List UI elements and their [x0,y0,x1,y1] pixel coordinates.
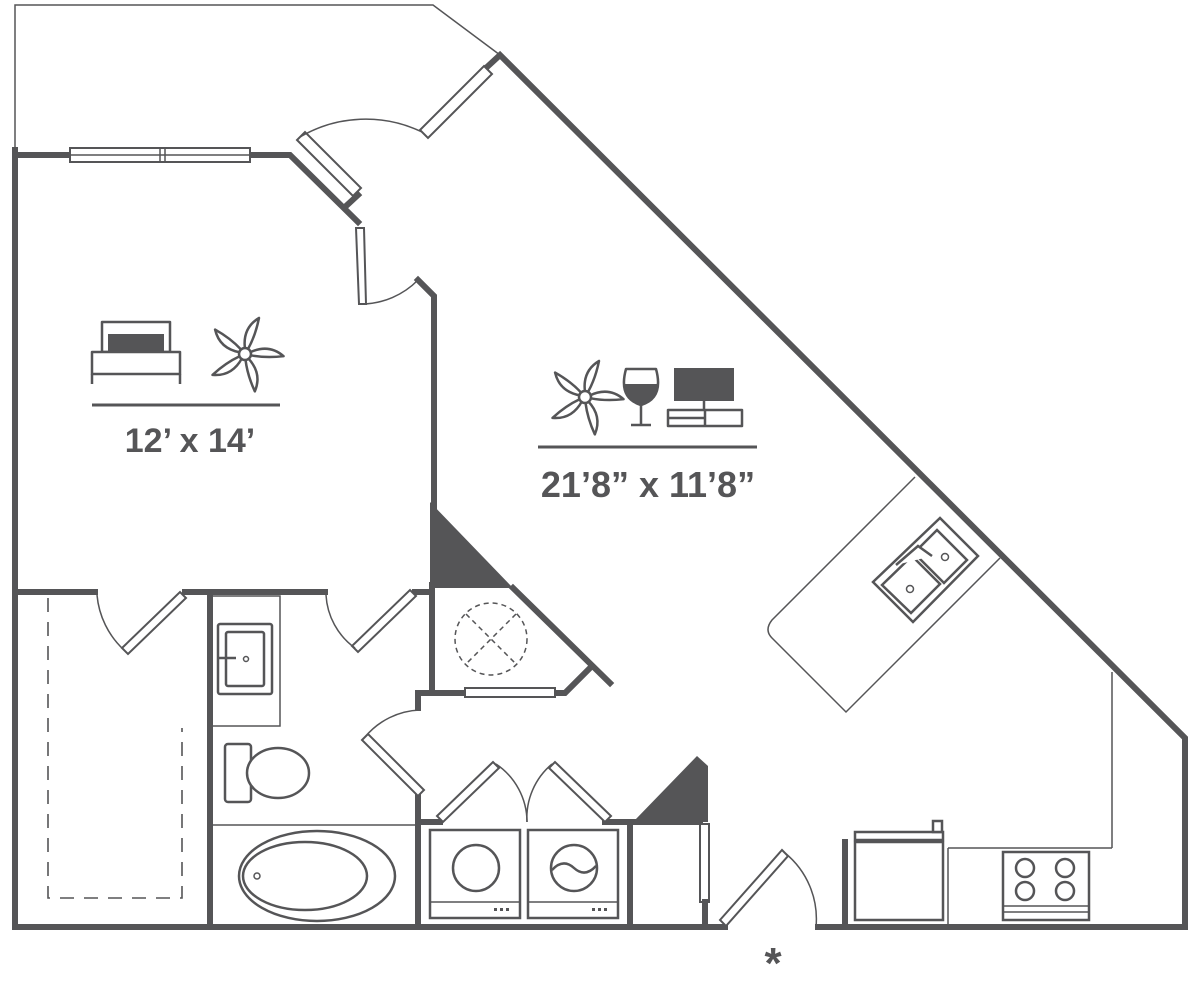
ceiling-fan-icon [551,359,625,436]
hallway [360,502,615,798]
walk-in-closet [47,590,188,899]
bed-icon [90,320,182,384]
tv-icon [666,368,744,428]
water-heater-icon [454,602,528,676]
bedroom-window [69,147,251,163]
living-dimensions: 21’8” x 11’8” [541,464,755,505]
kitchen-sink-icon [871,516,980,624]
bathroom [211,588,421,930]
bedroom-dimensions: 12’ x 14’ [125,422,255,460]
bathtub-icon [237,829,397,923]
toilet-icon [223,742,311,804]
wine-glass-icon [622,367,660,427]
balcony-door [295,64,494,198]
refrigerator-icon [853,819,945,922]
washer-icon [428,828,522,920]
bedroom-walls [12,275,437,930]
kitchen [767,476,1113,930]
dryer-icon [526,828,620,920]
balcony-outline [14,4,501,150]
stove-icon [1001,850,1091,922]
laundry-closet [415,756,710,930]
ceiling-fan-icon [211,316,285,393]
bedroom-door [354,227,419,305]
entry-door [718,848,818,928]
entry-marker: * [764,939,782,988]
sink-icon [216,622,274,696]
exterior-walls [12,50,1188,930]
